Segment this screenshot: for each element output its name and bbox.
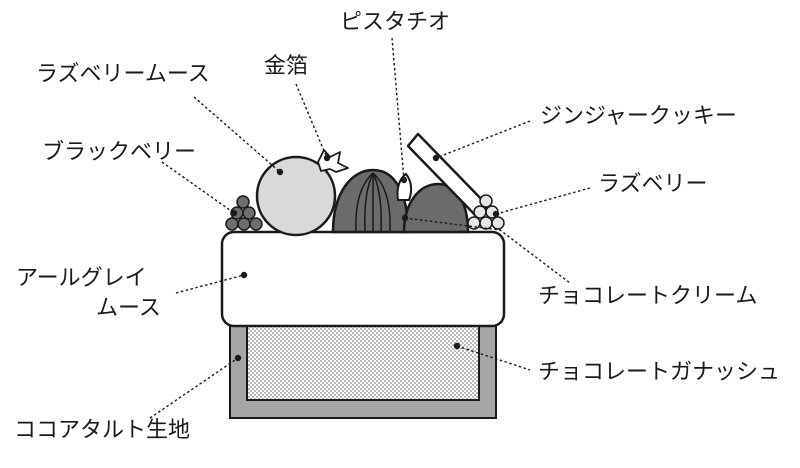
raspberry-mousse-sphere bbox=[255, 155, 337, 237]
label-pistachio: ピスタチオ bbox=[340, 10, 451, 35]
leader-lines bbox=[149, 37, 591, 419]
label-ginger-cookie: ジンジャークッキー bbox=[540, 104, 737, 129]
label-gold-leaf: 金箔 bbox=[264, 54, 309, 79]
label-chocolate-ganache: チョコレートガナッシュ bbox=[538, 360, 781, 385]
leader-pistachio bbox=[391, 37, 405, 181]
leader-dots bbox=[230, 154, 500, 362]
leader-tart bbox=[149, 357, 239, 419]
blackberry-cluster bbox=[225, 195, 263, 231]
label-raspberry-mousse: ラズベリームース bbox=[36, 62, 210, 87]
leader-ginger-cookie bbox=[435, 120, 531, 159]
label-raspberry: ラズベリー bbox=[598, 172, 708, 197]
tart-shell bbox=[229, 311, 497, 419]
leader-raspberry-mousse bbox=[193, 96, 281, 173]
leader-chocolate-cream bbox=[404, 217, 571, 284]
label-chocolate-cream: チョコレートクリーム bbox=[538, 284, 758, 309]
gold-leaf-shape bbox=[317, 149, 349, 173]
label-blackberry: ブラックベリー bbox=[42, 140, 197, 165]
leader-blackberry bbox=[161, 161, 235, 214]
label-earl-grey-mousse-line1: アールグレイ bbox=[16, 266, 147, 291]
label-earl-grey-mousse-line2: ムース bbox=[96, 296, 161, 321]
chocolate-cream-dome bbox=[331, 168, 410, 234]
chocolate-ganache-layer bbox=[246, 317, 480, 401]
earl-grey-mousse-layer bbox=[220, 230, 506, 328]
label-cocoa-tart: ココアタルト生地 bbox=[14, 418, 191, 443]
leader-gold-leaf bbox=[295, 83, 328, 159]
leader-earl-grey bbox=[175, 274, 245, 294]
leader-raspberry bbox=[495, 187, 591, 215]
